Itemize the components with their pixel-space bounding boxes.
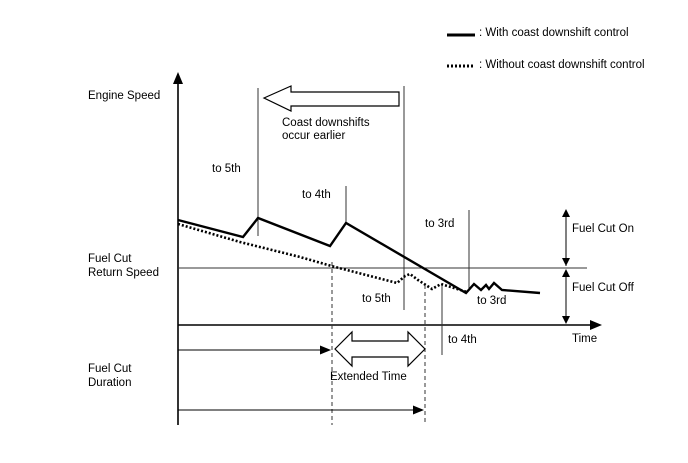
coast-note-line-1: Coast downshifts <box>282 117 370 129</box>
y-axis-arrowhead <box>173 72 183 84</box>
label-dotted-to-3rd: to 3rd <box>477 295 507 307</box>
extended-time-arrow <box>334 330 426 368</box>
extended-time-label: Extended Time <box>330 371 407 383</box>
fuel-cut-duration-label-1: Fuel Cut <box>88 363 132 375</box>
label-dotted-to-4th: to 4th <box>448 334 477 346</box>
fuel-cut-on-label: Fuel Cut On <box>572 223 634 235</box>
label-dotted-to-5th: to 5th <box>362 293 391 305</box>
label-solid-to-5th: to 5th <box>212 163 241 175</box>
fuel-cut-off-label: Fuel Cut Off <box>572 282 634 294</box>
legend-solid-label: : With coast downshift control <box>479 27 629 39</box>
curve-without-control <box>177 222 468 294</box>
coast-note-line-2: occur earlier <box>282 130 346 142</box>
y-axis-label: Engine Speed <box>88 90 161 102</box>
x-axis-label: Time <box>572 333 598 345</box>
label-solid-to-3rd: to 3rd <box>425 218 455 230</box>
label-solid-to-4th: to 4th <box>302 189 331 201</box>
fuel-cut-duration-label-2: Duration <box>88 377 132 389</box>
legend-dotted-label: : Without coast downshift control <box>479 59 645 71</box>
coast-downshift-arrow <box>262 85 400 112</box>
x-axis-arrowhead <box>590 320 602 330</box>
curve-with-control <box>177 216 541 295</box>
fuel-cut-return-label-1: Fuel Cut <box>88 253 132 265</box>
fuel-cut-return-label-2: Return Speed <box>88 267 159 279</box>
